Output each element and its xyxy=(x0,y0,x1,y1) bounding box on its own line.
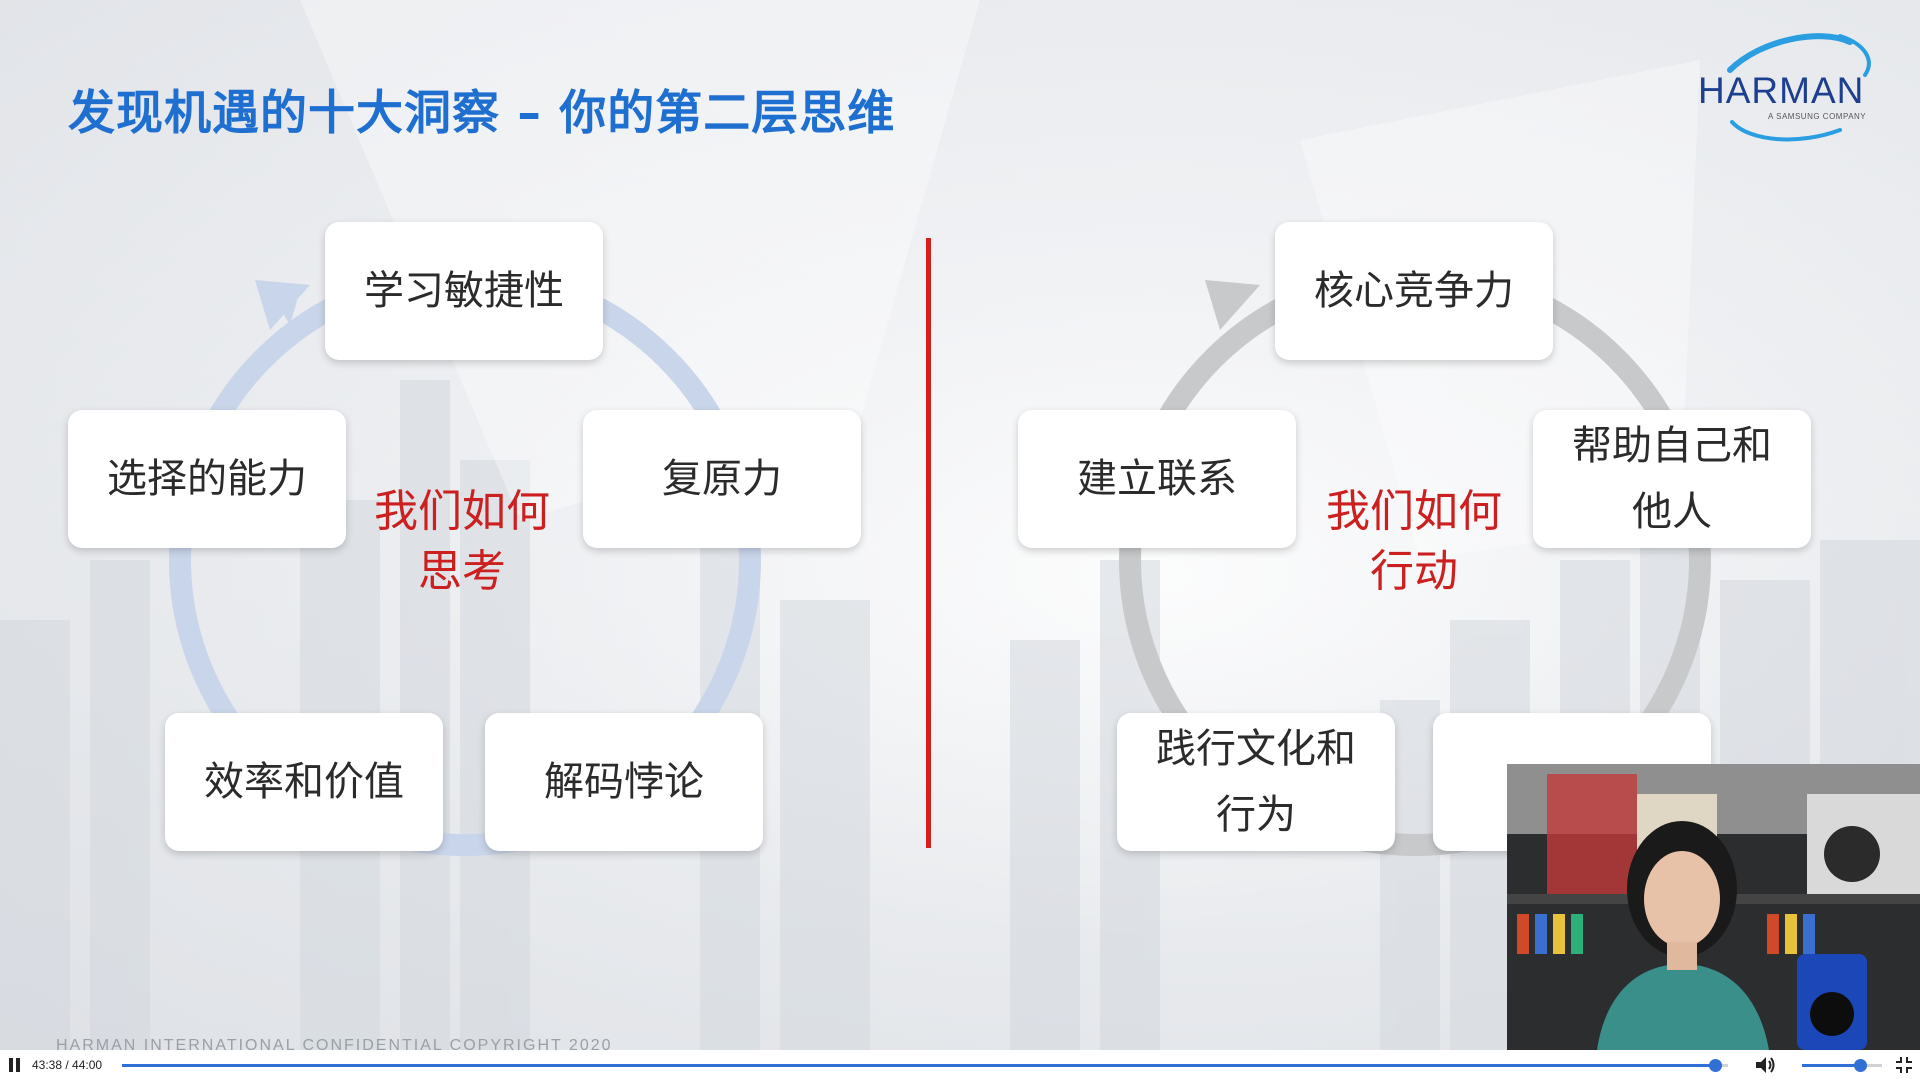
progress-bar[interactable] xyxy=(122,1059,1728,1072)
box-label: 学习敏捷性 xyxy=(364,268,564,314)
box-learning-agility: 学习敏捷性 xyxy=(325,222,603,360)
box-culture-behavior: 践行文化和 行为 xyxy=(1117,713,1395,851)
pause-icon[interactable] xyxy=(9,1058,23,1072)
box-help-self-others: 帮助自己和 他人 xyxy=(1533,410,1811,548)
box-power-of-choice: 选择的能力 xyxy=(68,410,346,548)
center-line: 思考 xyxy=(418,546,506,597)
left-cycle-center: 我们如何 思考 xyxy=(362,482,562,602)
logo-swoosh-icon xyxy=(1727,33,1871,142)
confidential-footer: HARMAN INTERNATIONAL CONFIDENTIAL COPYRI… xyxy=(56,1037,613,1050)
center-line: 我们如何 xyxy=(1326,486,1502,537)
slide: 发现机遇的十大洞察 – 你的第二层思维 HARMAN A SAMSUNG COM… xyxy=(0,0,1920,1050)
box-build-connections: 建立联系 xyxy=(1018,410,1296,548)
presenter-webcam xyxy=(1507,764,1920,1050)
progress-fill xyxy=(122,1064,1715,1067)
right-cycle-center: 我们如何 行动 xyxy=(1314,482,1514,602)
box-resilience: 复原力 xyxy=(583,410,861,548)
box-core-competence: 核心竞争力 xyxy=(1275,222,1553,360)
volume-knob[interactable] xyxy=(1853,1059,1867,1072)
progress-knob[interactable] xyxy=(1708,1059,1722,1072)
box-label: 建立联系 xyxy=(1077,456,1237,502)
box-label: 核心竞争力 xyxy=(1314,268,1514,314)
box-label: 解码悖论 xyxy=(544,759,704,805)
box-efficiency-value: 效率和价值 xyxy=(165,713,443,851)
center-divider xyxy=(926,238,931,848)
box-label: 效率和价值 xyxy=(204,759,404,805)
presenter-video-frame xyxy=(1507,764,1920,1050)
box-label: 践行文化和 xyxy=(1156,726,1356,772)
harman-logo: HARMAN A SAMSUNG COMPANY xyxy=(1690,30,1890,145)
playback-time: 43:38 / 44:00 xyxy=(32,1058,103,1072)
slide-title: 发现机遇的十大洞察 – 你的第二层思维 xyxy=(68,86,896,141)
volume-icon[interactable] xyxy=(1756,1057,1776,1073)
logo-name: HARMAN xyxy=(1698,70,1865,111)
box-label: 他人 xyxy=(1632,489,1712,535)
exit-fullscreen-icon[interactable] xyxy=(1896,1057,1912,1073)
box-label: 复原力 xyxy=(662,456,782,502)
cycle-arrow-icon xyxy=(1205,280,1260,330)
center-line: 行动 xyxy=(1370,546,1458,597)
logo-tagline: A SAMSUNG COMPANY xyxy=(1768,112,1867,121)
box-label: 选择的能力 xyxy=(107,456,307,502)
center-line: 我们如何 xyxy=(374,486,550,537)
volume-slider[interactable] xyxy=(1802,1059,1882,1072)
volume-fill xyxy=(1802,1064,1860,1067)
cycle-arrow-icon xyxy=(255,280,310,330)
box-decode-paradox: 解码悖论 xyxy=(485,713,763,851)
video-controls: 43:38 / 44:00 xyxy=(0,1050,1920,1080)
box-label: 行为 xyxy=(1216,792,1296,838)
box-label: 帮助自己和 xyxy=(1572,423,1772,469)
